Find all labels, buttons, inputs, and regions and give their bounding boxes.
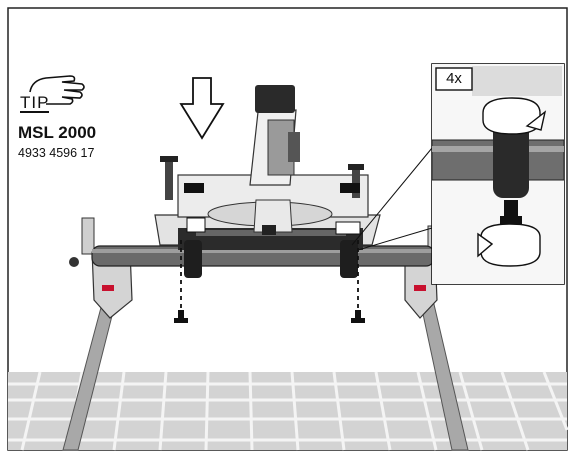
floor-tiles <box>8 371 569 451</box>
rotate-counterclockwise-icon <box>477 223 541 267</box>
pointing-hand-icon <box>29 75 85 105</box>
bolt-guides <box>174 240 365 323</box>
beam-clamps <box>184 240 358 278</box>
rotate-clockwise-icon <box>482 97 547 135</box>
callout-lines <box>351 147 433 251</box>
part-number: 4933 4596 17 <box>18 146 95 160</box>
product-model: MSL 2000 <box>18 123 97 142</box>
arrow-down-icon <box>179 77 225 140</box>
quantity-label: 4x <box>446 70 462 87</box>
tip-label: TIP <box>20 93 50 113</box>
miter-saw <box>154 85 381 250</box>
